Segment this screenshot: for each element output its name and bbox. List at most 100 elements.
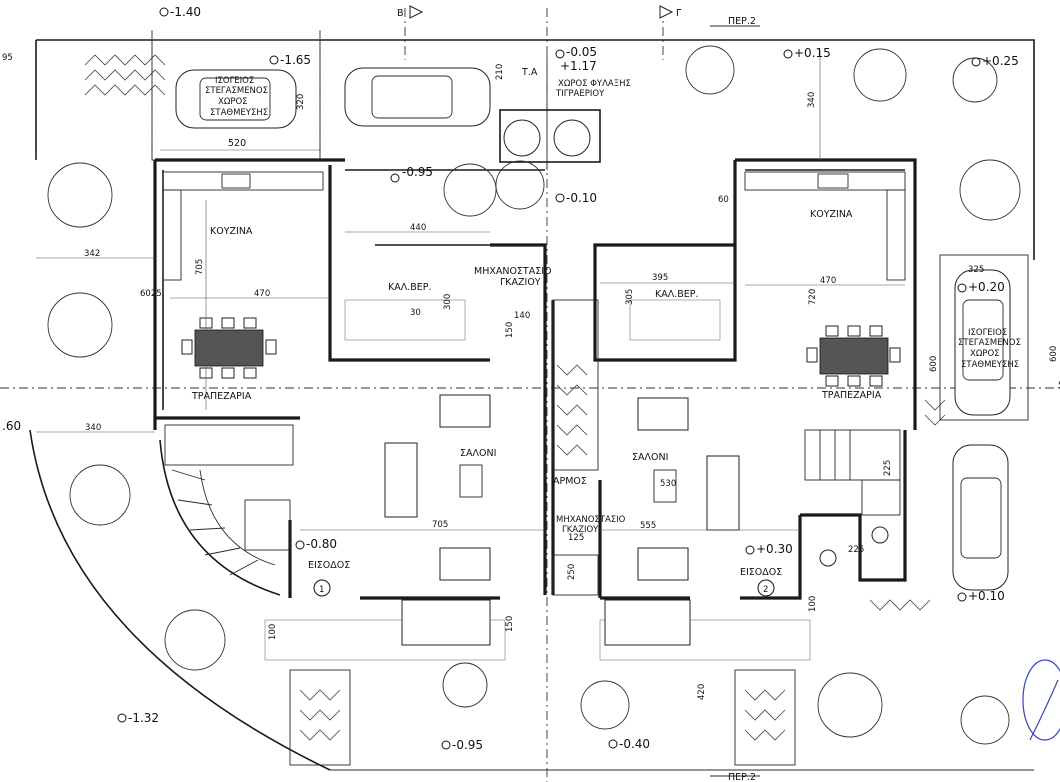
kitchen-counters bbox=[162, 171, 906, 281]
living-furniture-right bbox=[629, 299, 740, 581]
ta-storage: Τ.Α ΧΩΡΟΣ ΦΥΛΑΞΗΣ ΤΙΓΡΑΕΡΙΟΥ 210 bbox=[495, 55, 631, 170]
dim-300: 300 bbox=[443, 294, 453, 310]
elev-tl: -1.40 bbox=[170, 5, 201, 19]
section-markers bbox=[409, 5, 760, 777]
veranda-left-label: ΚΑΛ.ΒΕΡ. bbox=[388, 282, 432, 293]
dim-225-a: 225 bbox=[883, 460, 893, 476]
per2-top-label: ΠΕΡ.2 bbox=[728, 16, 756, 27]
mech-room-bottom-label-1: ΜΗΧΑΝΟΣΤΑΣΙΟ bbox=[556, 515, 626, 525]
entrance-left-label: ΕΙΣΟΔΟΣ bbox=[308, 560, 350, 571]
dimension-lines bbox=[36, 50, 905, 531]
central-paving bbox=[552, 299, 599, 596]
elev-entrance-left: -0.80 bbox=[306, 537, 337, 551]
dim-342: 342 bbox=[84, 249, 100, 259]
parking-right-label-1: ΙΣΟΓΕΙΟΣ bbox=[968, 328, 1007, 338]
dim-470-right: 470 bbox=[820, 276, 836, 286]
unit-2-marker: 2 bbox=[763, 585, 768, 595]
parking-right-area: ΙΣΟΓΕΙΟΣ ΣΤΕΓΑΣΜΕΝΟΣ ΧΩΡΟΣ ΣΤΑΘΜΕΥΣΗΣ bbox=[939, 254, 1029, 591]
elev-bottom-left: -1.32 bbox=[128, 711, 159, 725]
elev-top-mid: +0.15 bbox=[794, 46, 831, 60]
right-house-walls bbox=[551, 158, 917, 600]
stair-right bbox=[804, 429, 901, 567]
trees bbox=[47, 45, 1021, 745]
dining-table-right bbox=[806, 325, 901, 387]
dim-530: 530 bbox=[660, 479, 676, 489]
dim-395: 395 bbox=[652, 273, 668, 283]
dim-520: 520 bbox=[228, 138, 246, 149]
ta-label: Τ.Α bbox=[521, 67, 538, 78]
dim-250: 250 bbox=[567, 564, 577, 580]
mech-room-top-label-1: ΜΗΧΑΝΟΣΤΑΣΙΟ bbox=[474, 266, 552, 277]
dim-420: 420 bbox=[697, 684, 707, 700]
left-house-walls bbox=[153, 158, 547, 600]
living-left-label: ΣΑΛΟΝΙ bbox=[460, 448, 496, 459]
living-furniture-left bbox=[344, 299, 491, 581]
elev-ta-2: +1.17 bbox=[560, 59, 597, 73]
dim-125: 125 bbox=[568, 533, 584, 543]
stamp-bottom-right bbox=[1022, 659, 1060, 741]
elev-bottom-mid-left: -0.95 bbox=[452, 738, 483, 752]
dim-6025: 6025 bbox=[140, 289, 162, 299]
per2-bottom-label: ΠΕΡ.2 bbox=[728, 772, 756, 782]
parking-left-label-4: ΣΤΑΘΜΕΥΣΗΣ bbox=[210, 108, 268, 118]
joint-label: ΑΡΜΟΣ bbox=[553, 476, 587, 487]
parking-right-label-3: ΧΩΡΟΣ bbox=[970, 349, 1000, 359]
unit-1-marker: 1 bbox=[319, 585, 324, 595]
elev-parking-right: +0.20 bbox=[968, 280, 1005, 294]
level-markers bbox=[117, 7, 981, 750]
living-right-label: ΣΑΛΟΝΙ bbox=[632, 452, 668, 463]
dining-right-label: ΤΡΑΠΕΖΑΡΙΑ bbox=[821, 390, 882, 401]
kitchen-left-label: ΚΟΥΖΙΝΑ bbox=[210, 226, 253, 237]
dining-left-label: ΤΡΑΠΕΖΑΡΙΑ bbox=[191, 391, 252, 402]
entrance-right-label: ΕΙΣΟΔΟΣ bbox=[740, 567, 782, 578]
dim-60: 60 bbox=[718, 195, 729, 205]
elev-parking-left: -1.65 bbox=[280, 53, 311, 67]
bbq-label-1: ΧΩΡΟΣ ΦΥΛΑΞΗΣ bbox=[558, 79, 631, 89]
parking-left-label-2: ΣΤΕΓΑΣΜΕΝΟΣ bbox=[205, 86, 268, 96]
dim-705-v: 705 bbox=[195, 259, 205, 275]
dim-340-left: 340 bbox=[85, 423, 101, 433]
mech-room-bottom-label-2: ΓΚΑΖΙΟΥ bbox=[562, 525, 599, 535]
dim-600-r: 600 bbox=[1049, 346, 1059, 362]
dim-95: 95 bbox=[2, 53, 13, 63]
elev-top-right: +0.25 bbox=[982, 54, 1019, 68]
dim-225-b: 225 bbox=[848, 545, 864, 555]
elev-gas: -0.10 bbox=[566, 191, 597, 205]
elev-entrance-right: +0.30 bbox=[756, 542, 793, 556]
dim-140: 140 bbox=[514, 311, 530, 321]
dim-440: 440 bbox=[410, 223, 426, 233]
parking-left-label-3: ΧΩΡΟΣ bbox=[218, 97, 248, 107]
dim-30: 30 bbox=[410, 308, 421, 318]
site-boundary bbox=[29, 39, 1035, 771]
dim-320: 320 bbox=[296, 94, 306, 110]
elev-left-edge: .60 bbox=[2, 419, 21, 433]
dim-705-h: 705 bbox=[432, 520, 448, 530]
elev-ta-1: -0.05 bbox=[566, 45, 597, 59]
dim-600-v: 600 bbox=[929, 356, 939, 372]
dim-720: 720 bbox=[808, 289, 818, 305]
bbq-label-2: ΤΙΓΡΑΕΡΙΟΥ bbox=[555, 89, 605, 99]
parking-right-label-2: ΣΤΕΓΑΣΜΕΝΟΣ bbox=[958, 338, 1021, 348]
dim-150-bottom: 150 bbox=[505, 616, 515, 632]
parking-left-area: 520 320 ΙΣΟΓΕΙΟΣ ΣΤΕΓΑΣΜΕΝΟΣ ΧΩΡΟΣ ΣΤΑΘΜ… bbox=[151, 39, 491, 161]
spiral-stair-left bbox=[159, 424, 294, 596]
elev-bottom-mid-right: -0.40 bbox=[619, 737, 650, 751]
elev-right-low: +0.10 bbox=[968, 589, 1005, 603]
section-b-label: Β bbox=[397, 8, 404, 19]
dim-5: 5 bbox=[1058, 381, 1060, 391]
dim-100-left: 100 bbox=[268, 624, 278, 640]
paving-bottom bbox=[264, 399, 946, 766]
dining-table-left bbox=[181, 317, 277, 379]
parking-left-label-1: ΙΣΟΓΕΙΟΣ bbox=[215, 76, 254, 86]
paving-top bbox=[84, 54, 166, 96]
dim-150: 150 bbox=[505, 322, 515, 338]
dim-305: 305 bbox=[625, 289, 635, 305]
veranda-right-label: ΚΑΛ.ΒΕΡ. bbox=[655, 289, 699, 300]
elev-kitchen-left: -0.95 bbox=[402, 165, 433, 179]
dim-100-right: 100 bbox=[808, 596, 818, 612]
section-g-label: Γ bbox=[676, 8, 682, 19]
mech-room-top-label-2: ΓΚΑΖΙΟΥ bbox=[500, 277, 541, 288]
dim-340-top: 340 bbox=[807, 92, 817, 108]
